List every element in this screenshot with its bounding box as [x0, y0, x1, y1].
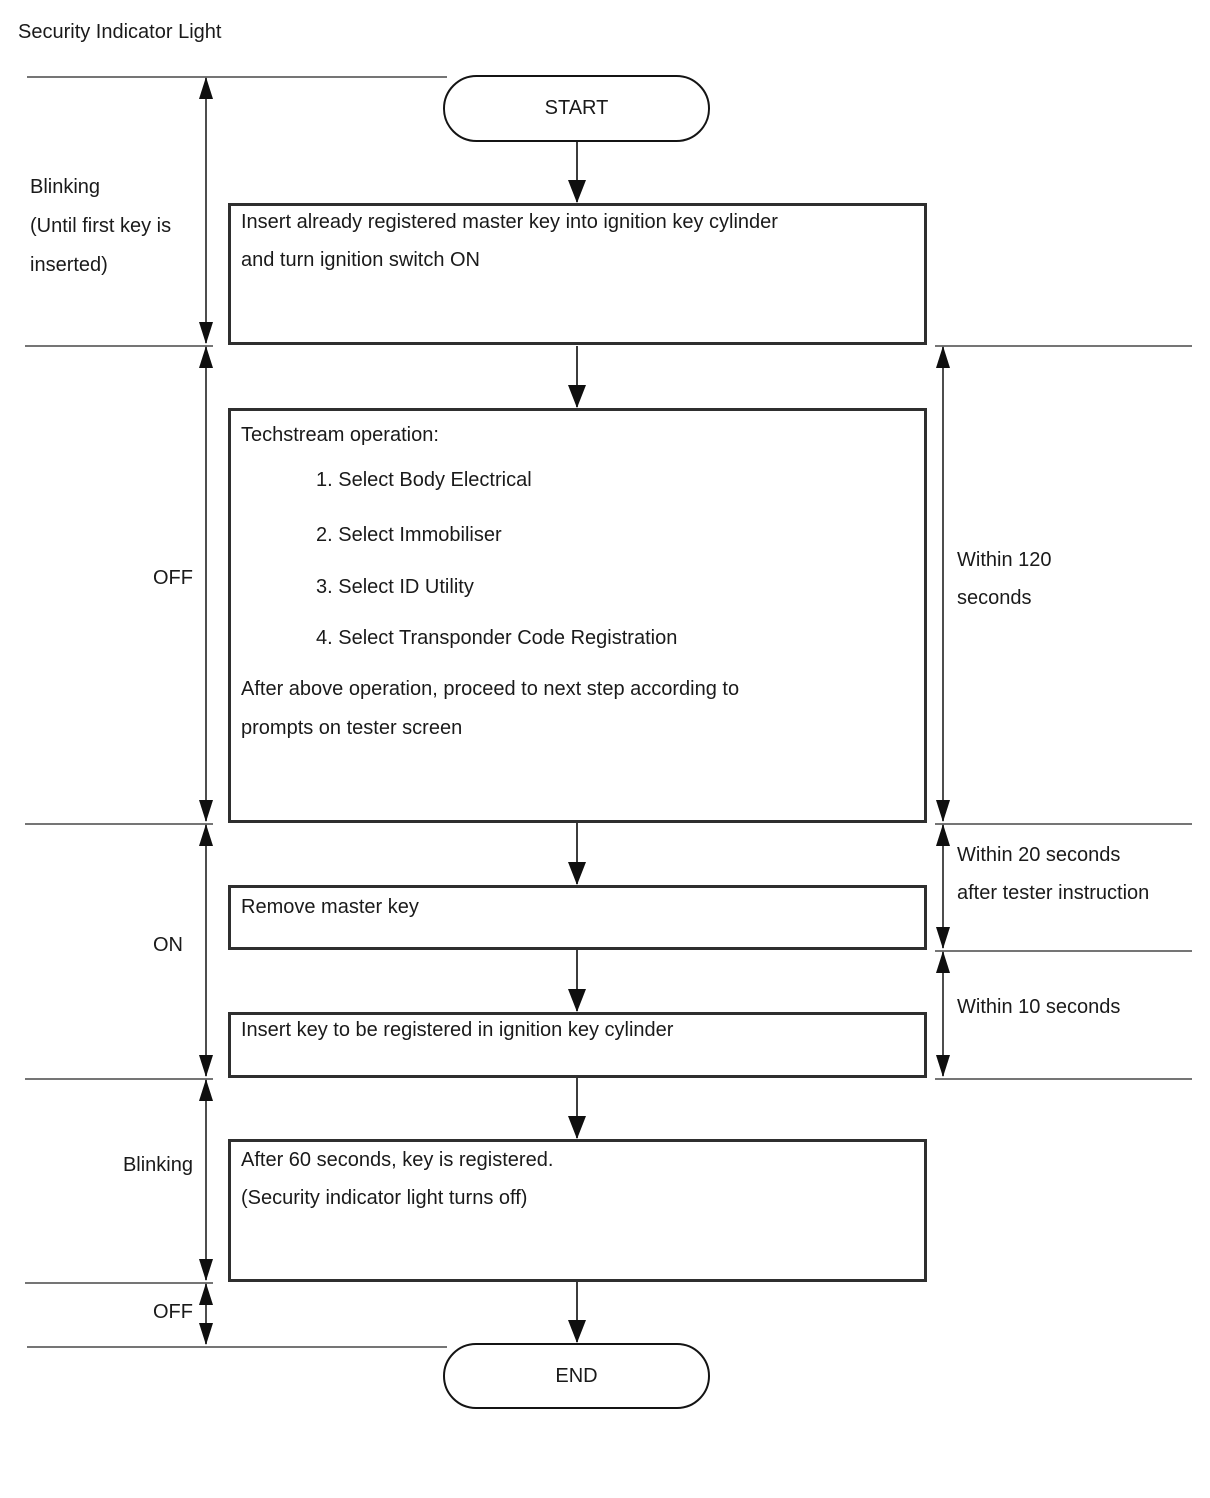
- arrowhead-down-icon: [568, 385, 586, 408]
- timing-label-within-120: Within 120 seconds: [957, 541, 1052, 617]
- flow-arrow-start-to-step1: [568, 142, 586, 203]
- arrowhead-down-icon: [199, 1323, 213, 1345]
- arrowhead-up-icon: [199, 1079, 213, 1101]
- flow-arrow-step2-to-step3: [568, 823, 586, 885]
- arrow-shaft: [576, 1282, 578, 1342]
- state-label-line: inserted): [30, 254, 108, 276]
- duration-arrow-on: [199, 824, 213, 1077]
- arrow-shaft: [576, 823, 578, 884]
- timing-arrow-within-20: [936, 824, 950, 949]
- state-label-line: (Until first key is: [30, 215, 172, 237]
- end-terminal-label: END: [555, 1364, 598, 1387]
- process-list-item: 3. Select ID Utility: [316, 576, 474, 598]
- separator-line-remove-key-right: [935, 950, 1192, 952]
- arrow-shaft: [942, 347, 944, 821]
- process-text: prompts on tester screen: [241, 717, 463, 739]
- arrow-shaft: [205, 1080, 207, 1280]
- process-text: Insert key to be registered in ignition …: [241, 1019, 674, 1041]
- state-label-line: Blinking: [30, 176, 101, 198]
- state-label-blinking-until-first-key: Blinking (Until first key is inserted): [30, 168, 171, 285]
- separator-line-2-left: [25, 345, 213, 347]
- process-box-insert-master-key: Insert already registered master key int…: [228, 203, 927, 345]
- arrowhead-down-icon: [199, 322, 213, 344]
- arrowhead-down-icon: [936, 927, 950, 949]
- timing-label-line: after tester instruction: [957, 882, 1150, 904]
- state-label-off-1: OFF: [153, 567, 193, 589]
- process-list-item: 2. Select Immobiliser: [316, 524, 502, 546]
- arrowhead-up-icon: [199, 1283, 213, 1305]
- timing-label-within-10: Within 10 seconds: [957, 996, 1121, 1018]
- process-text: and turn ignition switch ON: [241, 249, 481, 271]
- arrowhead-down-icon: [568, 1320, 586, 1343]
- arrow-shaft: [205, 78, 207, 343]
- arrowhead-down-icon: [936, 800, 950, 822]
- separator-line-4-right: [935, 1078, 1192, 1080]
- process-list-item: 4. Select Transponder Code Registration: [316, 627, 678, 649]
- process-box-remove-master-key: Remove master key: [228, 885, 927, 950]
- arrowhead-down-icon: [568, 180, 586, 203]
- arrowhead-down-icon: [936, 1055, 950, 1077]
- arrowhead-down-icon: [568, 989, 586, 1012]
- duration-arrow-off-2: [199, 1283, 213, 1345]
- flow-arrow-step1-to-step2: [568, 346, 586, 408]
- separator-line-top: [27, 76, 447, 78]
- arrow-shaft: [942, 825, 944, 948]
- end-terminal: END: [443, 1343, 710, 1409]
- separator-line-5-left: [25, 1282, 213, 1284]
- separator-line-3-right: [935, 823, 1192, 825]
- state-label-blinking-2: Blinking: [122, 1154, 193, 1176]
- state-label-off-2: OFF: [153, 1301, 193, 1323]
- process-list-item: 1. Select Body Electrical: [316, 469, 532, 491]
- arrowhead-down-icon: [199, 1055, 213, 1077]
- arrowhead-down-icon: [199, 1259, 213, 1281]
- separator-line-4-left: [25, 1078, 213, 1080]
- arrowhead-down-icon: [568, 862, 586, 885]
- flow-arrow-step5-to-end: [568, 1282, 586, 1343]
- arrow-shaft: [576, 346, 578, 407]
- process-box-insert-new-key: Insert key to be registered in ignition …: [228, 1012, 927, 1078]
- arrow-shaft: [576, 1078, 578, 1138]
- start-terminal: START: [443, 75, 710, 142]
- arrowhead-up-icon: [936, 824, 950, 846]
- process-text: After 60 seconds, key is registered.: [241, 1149, 554, 1171]
- arrow-shaft: [205, 825, 207, 1076]
- arrow-shaft: [942, 952, 944, 1076]
- start-terminal-label: START: [544, 97, 609, 119]
- timing-label-line: Within 20 seconds: [957, 844, 1121, 866]
- process-box-key-registered: After 60 seconds, key is registered. (Se…: [228, 1139, 927, 1282]
- process-box-techstream-operation: Techstream operation: 1. Select Body Ele…: [228, 408, 927, 823]
- flow-arrow-step4-to-step5: [568, 1078, 586, 1139]
- duration-arrow-blinking-1: [199, 77, 213, 344]
- process-text: Insert already registered master key int…: [241, 211, 778, 233]
- arrowhead-up-icon: [936, 951, 950, 973]
- timing-label-line: Within 120: [957, 549, 1052, 571]
- separator-line-3-left: [25, 823, 213, 825]
- state-label-on: ON: [153, 934, 183, 956]
- duration-arrow-off-1: [199, 346, 213, 822]
- process-text: Techstream operation:: [241, 424, 439, 446]
- process-text: After above operation, proceed to next s…: [241, 678, 740, 700]
- duration-arrow-blinking-2: [199, 1079, 213, 1281]
- process-text: (Security indicator light turns off): [241, 1187, 528, 1209]
- timing-arrow-within-120: [936, 346, 950, 822]
- arrow-shaft: [205, 1284, 207, 1344]
- arrowhead-up-icon: [936, 346, 950, 368]
- arrowhead-up-icon: [199, 346, 213, 368]
- timing-label-line: seconds: [957, 587, 1032, 609]
- arrow-shaft: [576, 950, 578, 1011]
- timing-label-within-20: Within 20 seconds after tester instructi…: [957, 836, 1149, 912]
- arrowhead-up-icon: [199, 824, 213, 846]
- process-text: Remove master key: [241, 896, 419, 918]
- arrow-shaft: [576, 142, 578, 202]
- arrowhead-up-icon: [199, 77, 213, 99]
- arrowhead-down-icon: [568, 1116, 586, 1139]
- arrow-shaft: [205, 347, 207, 821]
- arrowhead-down-icon: [199, 800, 213, 822]
- separator-line-bottom: [27, 1346, 447, 1348]
- page-title: Security Indicator Light: [18, 21, 222, 43]
- separator-line-2-right: [935, 345, 1192, 347]
- flow-arrow-step3-to-step4: [568, 950, 586, 1012]
- timing-arrow-within-10: [936, 951, 950, 1077]
